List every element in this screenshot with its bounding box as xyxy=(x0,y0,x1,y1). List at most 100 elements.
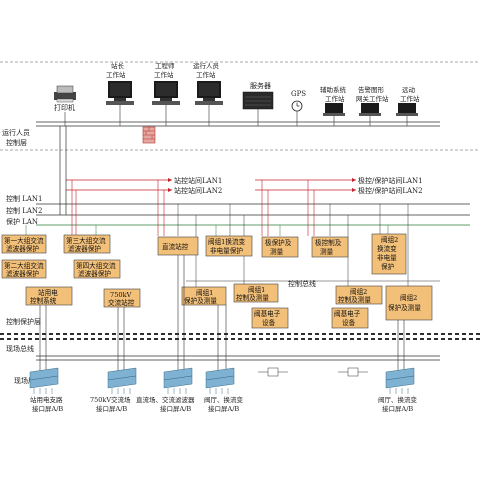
protect-lan-label: 保护 LAN xyxy=(6,217,38,226)
svg-text:第二大组交流: 第二大组交流 xyxy=(4,261,44,270)
box-station-power-control: 站用电 控制系统 xyxy=(25,286,73,306)
gps-label: GPS xyxy=(291,90,306,98)
field-label-4-line1: 阀厅、换流变 xyxy=(204,395,244,404)
station-master-workstation-icon xyxy=(106,81,134,105)
box-ac3-protection: 第三大组交流 滤波器保护 xyxy=(63,234,111,254)
aux-label-2: 工作站 xyxy=(325,94,345,103)
svg-text:换流变: 换流变 xyxy=(377,244,397,253)
control-protect-layer-label: 控制保护层 xyxy=(6,317,41,326)
svg-text:阀组1: 阀组1 xyxy=(248,285,265,294)
pole-lan2-label: 极控/保护站间LAN2 xyxy=(358,186,423,195)
control-lan2-label: 控制 LAN2 xyxy=(6,206,43,215)
box-vg2-converter-protection: 阀组2 换流变 非电量 保护 xyxy=(371,233,407,275)
alarm-label-1: 告警图形 xyxy=(358,85,385,94)
svg-text:设备: 设备 xyxy=(262,318,276,327)
field-panel-3 xyxy=(163,367,193,394)
operator-control-layer-label-1: 运行人员 xyxy=(2,128,30,137)
operator-workstation-icon xyxy=(195,81,223,105)
svg-text:站用电: 站用电 xyxy=(38,288,58,297)
box-vg2-protection-measure: 阀组2 保护及测量 xyxy=(385,285,433,321)
station-master-label-2: 工作站 xyxy=(106,70,126,79)
box-vg1-protection-measure: 阀组1 保护及测量 xyxy=(181,286,227,306)
server-icon xyxy=(242,91,274,110)
svg-text:阀组1换流变: 阀组1换流变 xyxy=(208,237,246,246)
svg-text:极保护及: 极保护及 xyxy=(265,238,292,247)
svg-text:第一大组交流: 第一大组交流 xyxy=(4,236,44,245)
svg-text:滤波器保护: 滤波器保护 xyxy=(68,244,101,253)
station-master-label-1: 站长 xyxy=(111,61,125,70)
field-label-1-line1: 站用电支路 xyxy=(30,395,63,404)
field-label-4-line2: 接口屏A/B xyxy=(208,404,239,413)
engineer-workstation-icon xyxy=(152,81,180,105)
station-lan1-label: 站控站间LAN1 xyxy=(174,176,222,185)
field-label-1-line2: 接口屏A/B xyxy=(32,404,63,413)
svg-text:设备: 设备 xyxy=(342,318,356,327)
field-label-3-line2: 接口屏A/B xyxy=(160,404,191,413)
box-ac1-protection: 第一大组交流 滤波器保护 xyxy=(1,234,47,254)
field-label-5-line2: 接口屏A/B xyxy=(382,404,413,413)
svg-text:阀组1: 阀组1 xyxy=(196,288,213,297)
station-lan-drops xyxy=(71,180,315,236)
field-layer-label: 现场层 xyxy=(14,376,35,385)
svg-text:滤波器保护: 滤波器保护 xyxy=(6,244,39,253)
trunk-lines xyxy=(59,126,67,215)
printer-icon xyxy=(54,85,76,103)
protect-lan-drops xyxy=(25,225,389,236)
field-bus-label: 现场总线 xyxy=(6,344,34,353)
station-lan2-label: 站控站间LAN2 xyxy=(174,186,222,195)
pole-lan1-label: 极控/保护站间LAN1 xyxy=(358,176,423,185)
box-vg1-control-measure: 阀组1 控制及测量 xyxy=(233,283,279,303)
aux-workstation-icon xyxy=(323,103,345,116)
box-ac4-protection: 第四大组交流 滤波器保护 xyxy=(73,259,121,279)
svg-text:阀基电子: 阀基电子 xyxy=(334,309,361,318)
svg-text:阀组2: 阀组2 xyxy=(400,293,417,302)
field-panel-2 xyxy=(107,367,137,394)
printer-label: 打印机 xyxy=(54,103,75,112)
svg-text:控制系统: 控制系统 xyxy=(30,296,57,305)
remote-workstation-icon xyxy=(396,103,418,116)
svg-text:第四大组交流: 第四大组交流 xyxy=(76,261,116,270)
box-pole-protection: 极保护及 测量 xyxy=(261,236,299,258)
remote-label-2: 工作站 xyxy=(400,94,420,103)
box-750kv-ac-control: 750kV 交流站控 xyxy=(103,288,141,308)
alarm-label-2: 网关工作站 xyxy=(356,94,389,103)
svg-text:阀组2: 阀组2 xyxy=(350,287,367,296)
server-label: 服务器 xyxy=(250,81,271,90)
engineer-label-2: 工作站 xyxy=(154,70,174,79)
svg-text:滤波器保护: 滤波器保护 xyxy=(6,269,39,278)
svg-text:直流站控: 直流站控 xyxy=(162,242,189,251)
svg-text:非电量保护: 非电量保护 xyxy=(210,246,243,255)
box-ac2-protection: 第二大组交流 滤波器保护 xyxy=(1,259,47,279)
svg-text:750kV: 750kV xyxy=(110,291,132,299)
firewall-icon xyxy=(142,126,156,144)
operator-device-drops xyxy=(64,105,408,126)
svg-text:保护: 保护 xyxy=(381,262,395,271)
control-bus-label: 控制总线 xyxy=(288,279,316,288)
svg-text:测量: 测量 xyxy=(270,248,284,256)
svg-text:极控制及: 极控制及 xyxy=(315,238,342,247)
svg-text:控制及测量: 控制及测量 xyxy=(338,295,371,304)
engineer-label-1: 工程师 xyxy=(155,61,175,70)
link-marker-2 xyxy=(338,367,368,377)
svg-text:测量: 测量 xyxy=(320,248,334,256)
alarm-workstation-icon xyxy=(359,103,381,116)
box-vg1-converter-protection: 阀组1换流变 非电量保护 xyxy=(205,235,253,257)
gps-clock-icon xyxy=(291,100,303,112)
field-label-2-line2: 接口屏A/B xyxy=(96,404,127,413)
box-vg2-control-measure: 阀组2 控制及测量 xyxy=(335,285,383,305)
operator-ws-label-1: 运行人员 xyxy=(193,61,220,70)
box-dc-station-control: 直流站控 xyxy=(157,236,199,256)
field-drops xyxy=(39,255,405,372)
field-panel-5 xyxy=(385,367,415,394)
field-label-5-line1: 阀厅、换流变 xyxy=(378,395,418,404)
field-panel-4 xyxy=(205,367,235,394)
field-panel-1 xyxy=(29,367,59,394)
svg-text:保护及测量: 保护及测量 xyxy=(184,296,217,305)
svg-text:阀基电子: 阀基电子 xyxy=(254,309,281,318)
svg-text:保护及测量: 保护及测量 xyxy=(388,303,421,312)
box-valve-base-electronics-2: 阀基电子 设备 xyxy=(331,307,369,329)
remote-label-1: 远动 xyxy=(402,86,416,94)
svg-text:非电量: 非电量 xyxy=(377,253,397,262)
svg-text:控制及测量: 控制及测量 xyxy=(236,293,269,302)
